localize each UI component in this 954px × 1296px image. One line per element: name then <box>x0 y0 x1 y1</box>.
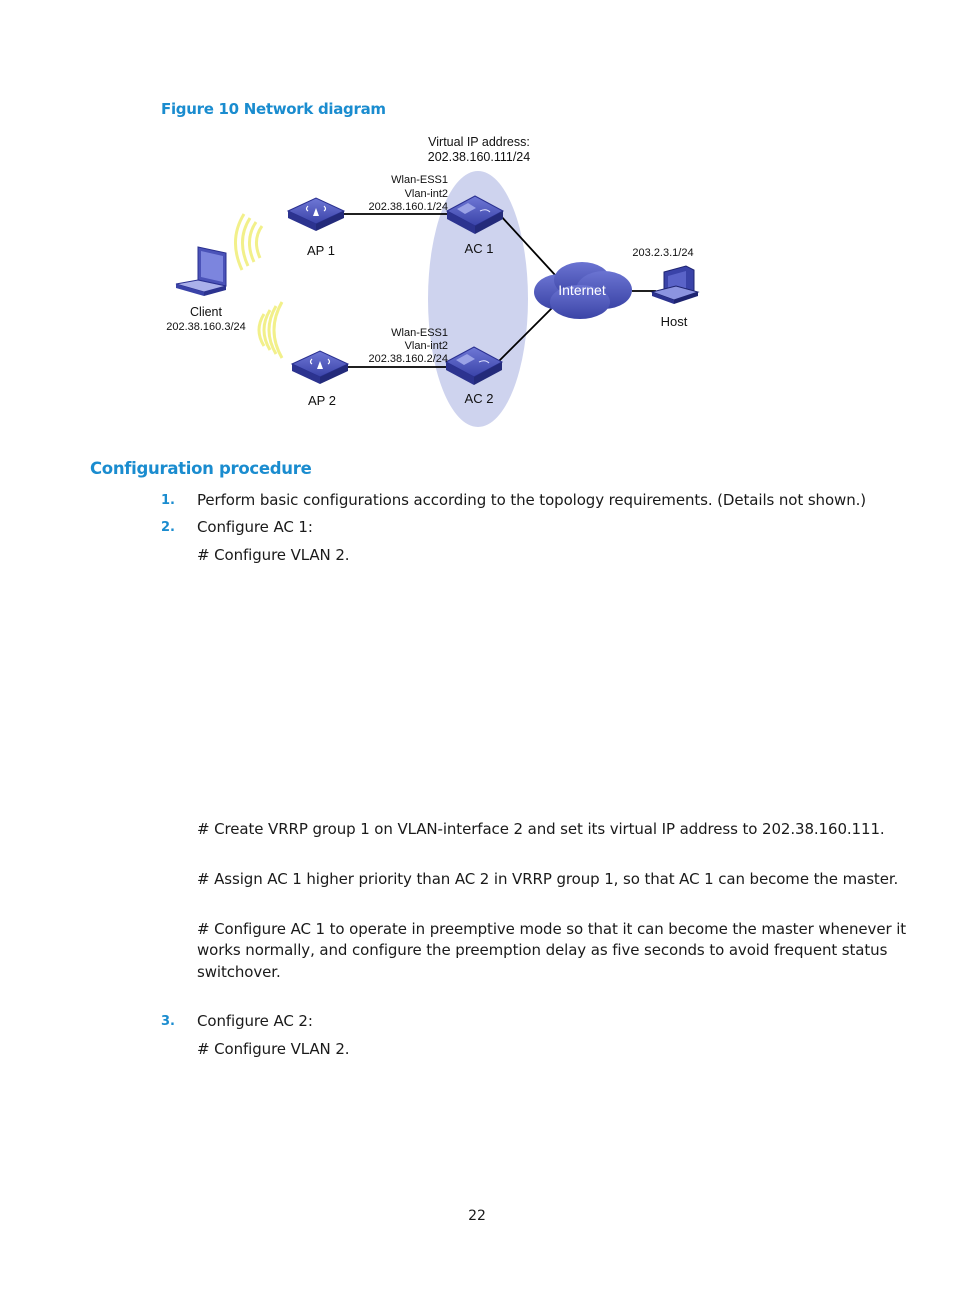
section-heading: Configuration procedure <box>90 459 311 478</box>
ap1-icon <box>288 198 344 231</box>
paragraph-preempt-line3: switchover. <box>197 962 281 984</box>
step-number: 1. <box>161 493 175 508</box>
client-label: Client <box>190 305 222 319</box>
ac2-interface-line3: 202.38.160.2/24 <box>368 353 448 365</box>
network-diagram: Virtual IP address: 202.38.160.111/24 Wl… <box>0 0 954 440</box>
page-number: 22 <box>0 1208 954 1224</box>
signal-icon-ap1 <box>235 214 262 270</box>
internet-label: Internet <box>558 282 606 298</box>
step-number: 2. <box>161 520 175 535</box>
host-label: Host <box>661 314 688 329</box>
ac1-label: AC 1 <box>465 241 494 256</box>
client-laptop-icon <box>176 247 226 296</box>
ac2-interface-line2: Vlan-int2 <box>405 340 448 352</box>
step-text: Perform basic configurations according t… <box>197 490 866 512</box>
signal-icon-ap2 <box>259 302 282 358</box>
step-text: Configure AC 2: <box>197 1011 313 1033</box>
ap1-label: AP 1 <box>307 243 335 258</box>
ac2-interface-line1: Wlan-ESS1 <box>391 327 448 339</box>
paragraph-ac1-vlan: # Configure VLAN 2. <box>197 545 349 567</box>
ac1-interface-line2: Vlan-int2 <box>405 188 448 200</box>
paragraph-vrrp-create: # Create VRRP group 1 on VLAN-interface … <box>197 819 885 841</box>
client-ip: 202.38.160.3/24 <box>166 321 246 333</box>
paragraph-preempt-line1: # Configure AC 1 to operate in preemptiv… <box>197 919 906 941</box>
ap2-label: AP 2 <box>308 393 336 408</box>
step-number: 3. <box>161 1014 175 1029</box>
step-text: Configure AC 1: <box>197 517 313 539</box>
ac2-label: AC 2 <box>465 391 494 406</box>
paragraph-priority: # Assign AC 1 higher priority than AC 2 … <box>197 869 898 891</box>
host-ip: 203.2.3.1/24 <box>632 247 693 259</box>
paragraph-preempt-line2: works normally, and configure the preemp… <box>197 940 887 962</box>
ap2-icon <box>292 351 348 384</box>
virtual-ip-value: 202.38.160.111/24 <box>428 150 530 164</box>
paragraph-ac2-vlan: # Configure VLAN 2. <box>197 1039 349 1061</box>
ac1-interface-line1: Wlan-ESS1 <box>391 174 448 186</box>
ac1-interface-line3: 202.38.160.1/24 <box>368 201 448 213</box>
host-computer-icon <box>652 266 698 304</box>
virtual-ip-label: Virtual IP address: <box>428 135 530 149</box>
